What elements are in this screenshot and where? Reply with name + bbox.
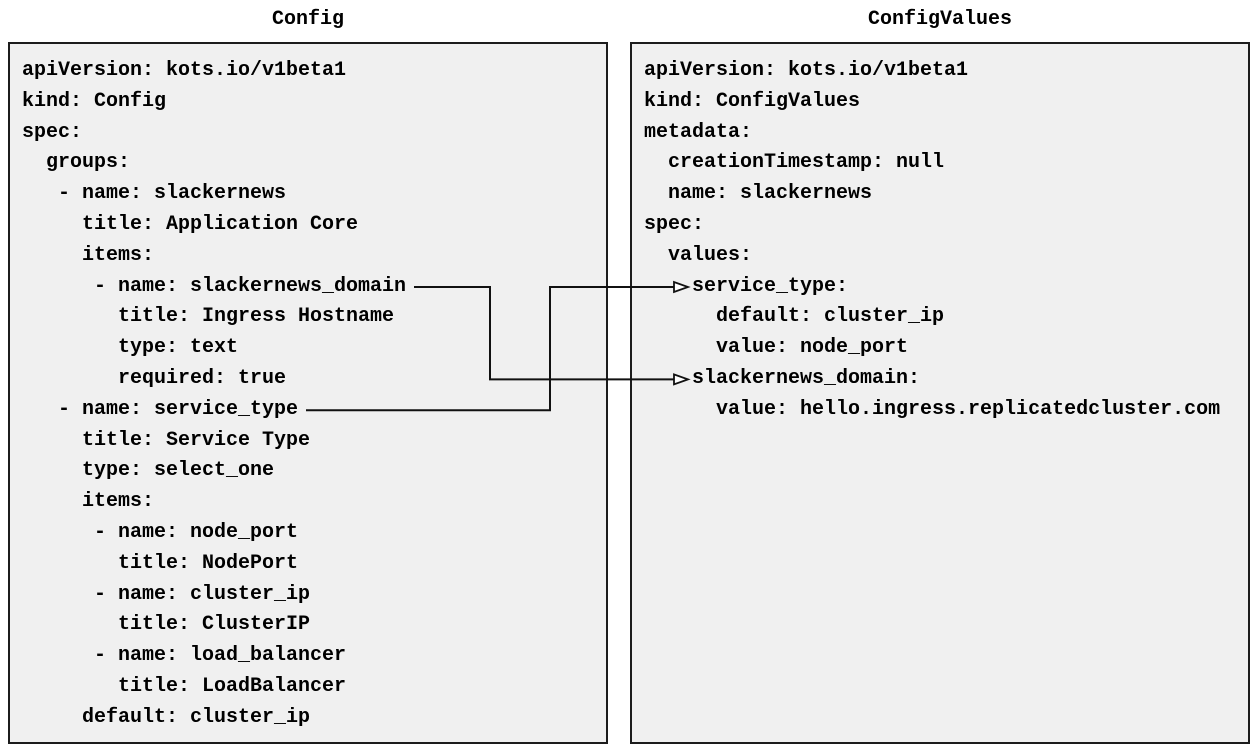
configvalues-panel: apiVersion: kots.io/v1beta1 kind: Config… <box>630 42 1250 744</box>
configvalues-panel-title: ConfigValues <box>867 8 1013 31</box>
configvalues-yaml-code: apiVersion: kots.io/v1beta1 kind: Config… <box>644 59 1221 421</box>
config-panel-title: Config <box>271 8 344 31</box>
config-panel: apiVersion: kots.io/v1beta1 kind: Config… <box>8 42 608 744</box>
config-yaml-code: apiVersion: kots.io/v1beta1 kind: Config… <box>22 59 407 729</box>
